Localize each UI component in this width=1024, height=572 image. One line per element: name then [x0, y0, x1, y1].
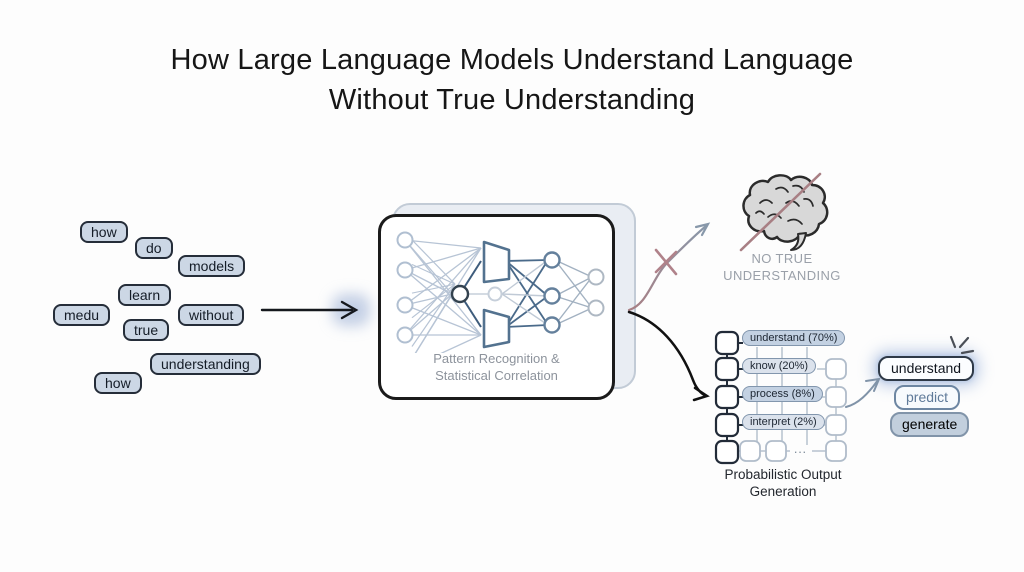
model-box: Pattern Recognition & Statistical Correl… — [378, 214, 615, 400]
crossed-arrow-icon — [627, 222, 711, 312]
probability-pill-process: process (8%) — [742, 386, 823, 402]
grid-caption: Probabilistic Output Generation — [698, 466, 868, 500]
probability-pill-know: know (20%) — [742, 358, 817, 374]
input-token-how-1: how — [80, 221, 128, 243]
brain-wrap — [738, 173, 842, 260]
model-label-line-1: Pattern Recognition & — [433, 351, 560, 366]
brain-icon — [742, 174, 829, 251]
model-box-label: Pattern Recognition & Statistical Correl… — [381, 350, 612, 384]
output-token-understand: understand — [878, 356, 975, 381]
input-token-true: true — [123, 319, 170, 341]
output-token-predict: predict — [894, 385, 961, 410]
input-token-how-2: how — [94, 372, 142, 394]
input-token-learn: learn — [118, 284, 172, 306]
output-arrow-icon — [627, 310, 710, 402]
neural-network-icon — [396, 231, 605, 353]
grid-caption-line-1: Probabilistic Output — [724, 467, 842, 482]
input-token-medu: medu — [53, 304, 111, 326]
no-under-line-1: NO TRUE — [751, 251, 813, 266]
arrow-glow — [332, 294, 370, 326]
input-token-models: models — [178, 255, 246, 277]
page-title: How Large Language Models Understand Lan… — [0, 40, 1024, 120]
sparkle-icon — [949, 335, 975, 355]
output-token-generate: generate — [890, 412, 970, 437]
input-token-without: without — [178, 304, 245, 326]
input-token-do: do — [135, 237, 173, 259]
x-mark-icon — [654, 248, 678, 276]
grid-ellipsis: ··· — [794, 444, 807, 459]
model-label-line-2: Statistical Correlation — [435, 368, 558, 383]
grid-caption-line-2: Generation — [749, 484, 817, 499]
no-true-understanding-label: NO TRUE UNDERSTANDING — [706, 250, 858, 284]
title-line-1: How Large Language Models Understand Lan… — [170, 44, 854, 76]
probability-pill-understand: understand (70%) — [742, 330, 846, 346]
title-line-2: Without True Understanding — [328, 84, 696, 116]
no-under-line-2: UNDERSTANDING — [723, 268, 841, 283]
probability-pill-interpret: interpret (2%) — [742, 414, 825, 430]
input-token-understanding: understanding — [150, 353, 261, 375]
